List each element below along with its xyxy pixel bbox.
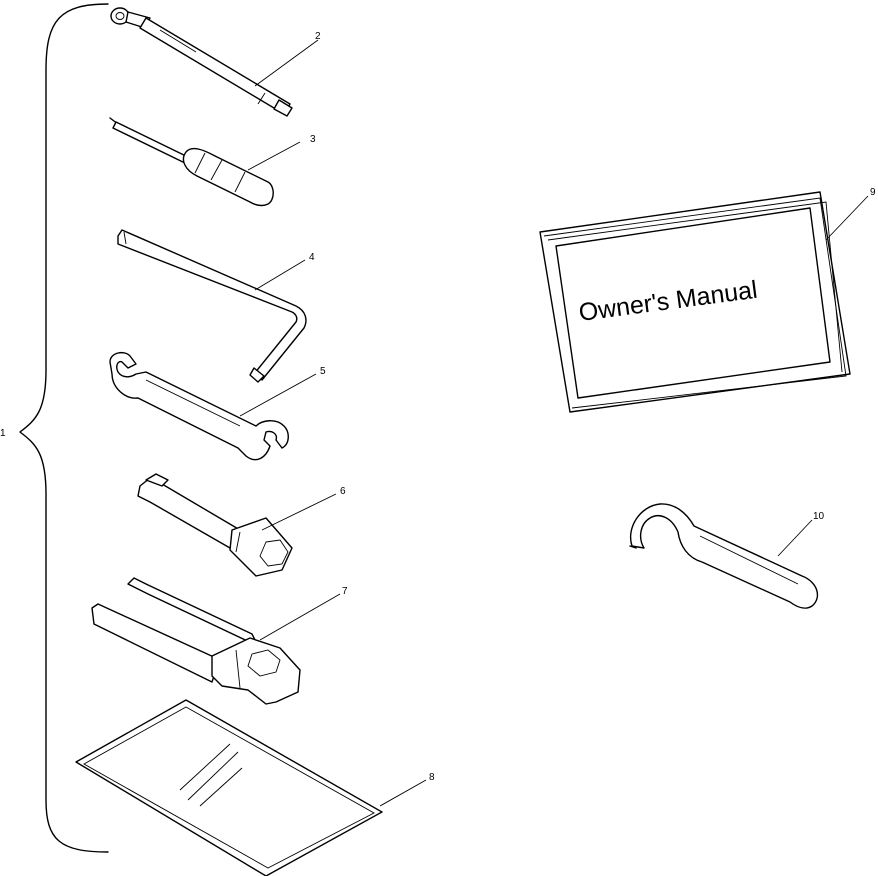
hook-spanner-illustration	[629, 503, 819, 609]
callout-3: 3	[310, 134, 316, 145]
callout-4: 4	[309, 252, 315, 263]
callout-10: 10	[813, 511, 825, 522]
callout-7: 7	[342, 586, 348, 597]
callout-9: 9	[870, 187, 876, 198]
tool-bag-illustration	[75, 699, 383, 876]
callout-2: 2	[315, 31, 321, 42]
kit-brace	[19, 3, 109, 853]
screwdriver-illustration	[109, 117, 274, 207]
callout-6: 6	[340, 486, 346, 497]
hex-key-illustration	[117, 229, 307, 383]
spark-plug-socket-illustration	[137, 473, 293, 577]
callout-8: 8	[429, 772, 435, 783]
open-wrench-illustration	[109, 351, 289, 461]
spanner-handle-illustration	[91, 577, 301, 705]
tire-gauge-illustration	[110, 7, 293, 117]
owners-manual-illustration: Owner's Manual	[539, 191, 851, 413]
callout-5: 5	[320, 366, 326, 377]
callout-1: 1	[0, 428, 6, 439]
